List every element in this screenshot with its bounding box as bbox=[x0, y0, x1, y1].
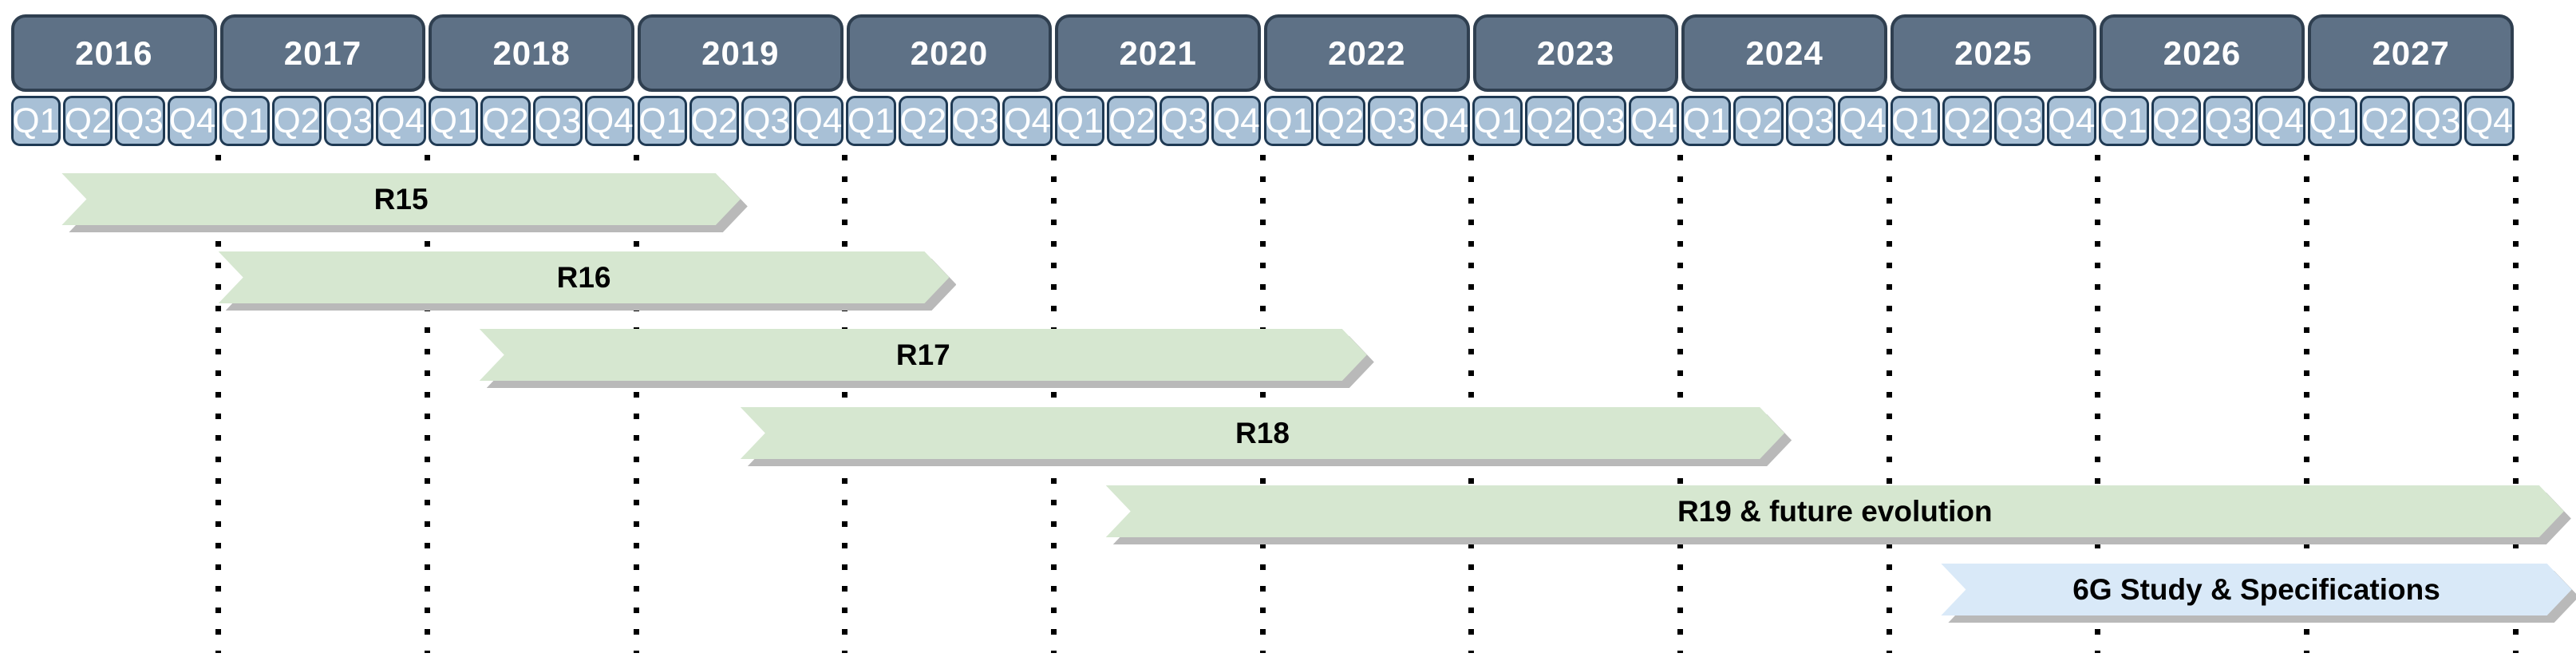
bar-label: R16 bbox=[219, 251, 950, 303]
quarter-cell-2020-Q2: Q2 bbox=[898, 96, 948, 146]
quarter-cell-2022-Q1: Q1 bbox=[1263, 96, 1314, 146]
quarter-cell-2022-Q2: Q2 bbox=[1315, 96, 1366, 146]
bar-r15: R15 bbox=[61, 173, 740, 225]
quarter-cell-2027-Q1: Q1 bbox=[2307, 96, 2358, 146]
quarter-cell-2025-Q1: Q1 bbox=[1890, 96, 1940, 146]
quarter-cell-2020-Q3: Q3 bbox=[950, 96, 1001, 146]
quarter-cell-2017-Q2: Q2 bbox=[271, 96, 322, 146]
quarter-cell-2026-Q4: Q4 bbox=[2255, 96, 2305, 146]
year-boundary-dotted-line-2024 bbox=[1886, 155, 1892, 653]
quarter-cell-2024-Q3: Q3 bbox=[1785, 96, 1836, 146]
year-boundary-dotted-line-2020 bbox=[1050, 155, 1057, 653]
quarter-cell-2027-Q2: Q2 bbox=[2360, 96, 2410, 146]
quarter-cell-2025-Q4: Q4 bbox=[2046, 96, 2097, 146]
quarter-cell-2016-Q3: Q3 bbox=[115, 96, 165, 146]
year-cell-2022: 2022 bbox=[1264, 14, 1470, 92]
year-cell-2027: 2027 bbox=[2308, 14, 2514, 92]
year-boundary-dotted-line-2018 bbox=[633, 155, 639, 653]
quarter-cell-2020-Q4: Q4 bbox=[1002, 96, 1053, 146]
quarter-cell-2019-Q1: Q1 bbox=[637, 96, 687, 146]
quarter-cell-2019-Q3: Q3 bbox=[741, 96, 792, 146]
quarter-cell-2019-Q2: Q2 bbox=[689, 96, 740, 146]
quarter-cell-2017-Q4: Q4 bbox=[376, 96, 426, 146]
quarter-cell-2018-Q3: Q3 bbox=[532, 96, 583, 146]
year-boundary-dotted-line-2025 bbox=[2095, 155, 2101, 653]
quarter-cell-2024-Q2: Q2 bbox=[1733, 96, 1784, 146]
year-cell-2018: 2018 bbox=[429, 14, 634, 92]
quarter-cell-2022-Q3: Q3 bbox=[1368, 96, 1418, 146]
quarter-cell-2021-Q4: Q4 bbox=[1211, 96, 1262, 146]
quarter-cell-2023-Q1: Q1 bbox=[1472, 96, 1523, 146]
quarter-cell-2026-Q3: Q3 bbox=[2203, 96, 2254, 146]
bar-r16: R16 bbox=[219, 251, 950, 303]
bar-label: R17 bbox=[480, 329, 1367, 381]
year-cell-2016: 2016 bbox=[11, 14, 217, 92]
year-cell-2019: 2019 bbox=[638, 14, 844, 92]
quarter-cell-2018-Q2: Q2 bbox=[480, 96, 531, 146]
year-cell-2025: 2025 bbox=[1891, 14, 2096, 92]
bar-label: R15 bbox=[61, 173, 740, 225]
bar-label: 6G Study & Specifications bbox=[1941, 564, 2571, 615]
bar-6g-study-specifications: 6G Study & Specifications bbox=[1941, 564, 2571, 615]
quarter-cell-2026-Q1: Q1 bbox=[2099, 96, 2149, 146]
year-boundary-dotted-line-2017 bbox=[424, 155, 430, 653]
quarter-cell-2019-Q4: Q4 bbox=[793, 96, 844, 146]
year-boundary-dotted-line-2021 bbox=[1259, 155, 1266, 653]
quarter-cell-2023-Q2: Q2 bbox=[1524, 96, 1574, 146]
year-boundary-dotted-line-2016 bbox=[215, 155, 222, 653]
quarter-cell-2020-Q1: Q1 bbox=[846, 96, 896, 146]
quarter-cell-2016-Q1: Q1 bbox=[10, 96, 61, 146]
quarter-cell-2023-Q3: Q3 bbox=[1577, 96, 1627, 146]
year-boundary-dotted-line-2019 bbox=[842, 155, 848, 653]
quarter-cell-2025-Q2: Q2 bbox=[1942, 96, 1993, 146]
year-cell-2017: 2017 bbox=[219, 14, 426, 92]
quarter-cell-2024-Q1: Q1 bbox=[1681, 96, 1732, 146]
quarter-cell-2027-Q4: Q4 bbox=[2464, 96, 2515, 146]
year-cell-2026: 2026 bbox=[2099, 14, 2305, 92]
quarter-cell-2024-Q4: Q4 bbox=[1838, 96, 1888, 146]
quarter-cell-2027-Q3: Q3 bbox=[2412, 96, 2463, 146]
bar-r19-future-evolution: R19 & future evolution bbox=[1106, 485, 2564, 537]
quarter-cell-2025-Q3: Q3 bbox=[1994, 96, 2045, 146]
year-cell-2023: 2023 bbox=[1472, 14, 1679, 92]
bar-r17: R17 bbox=[480, 329, 1367, 381]
year-boundary-dotted-line-2023 bbox=[1677, 155, 1683, 653]
quarter-cell-2021-Q2: Q2 bbox=[1107, 96, 1157, 146]
year-cell-2020: 2020 bbox=[846, 14, 1053, 92]
quarter-cell-2017-Q1: Q1 bbox=[219, 96, 270, 146]
year-cell-2024: 2024 bbox=[1681, 14, 1887, 92]
year-cell-2021: 2021 bbox=[1055, 14, 1261, 92]
bar-label: R18 bbox=[741, 407, 1784, 459]
quarter-cell-2016-Q2: Q2 bbox=[62, 96, 113, 146]
bar-label: R19 & future evolution bbox=[1106, 485, 2564, 537]
quarter-cell-2022-Q4: Q4 bbox=[1420, 96, 1471, 146]
year-boundary-dotted-line-2022 bbox=[1468, 155, 1475, 653]
quarter-cell-2016-Q4: Q4 bbox=[167, 96, 218, 146]
quarter-cell-2023-Q4: Q4 bbox=[1629, 96, 1679, 146]
quarter-cell-2018-Q1: Q1 bbox=[428, 96, 479, 146]
quarter-cell-2017-Q3: Q3 bbox=[324, 96, 374, 146]
year-boundary-dotted-line-2026 bbox=[2303, 155, 2309, 653]
year-boundary-dotted-line-2027 bbox=[2512, 155, 2519, 653]
quarter-cell-2021-Q3: Q3 bbox=[1159, 96, 1210, 146]
bar-r18: R18 bbox=[741, 407, 1784, 459]
quarter-cell-2026-Q2: Q2 bbox=[2151, 96, 2201, 146]
quarter-cell-2018-Q4: Q4 bbox=[585, 96, 635, 146]
quarter-cell-2021-Q1: Q1 bbox=[1054, 96, 1105, 146]
